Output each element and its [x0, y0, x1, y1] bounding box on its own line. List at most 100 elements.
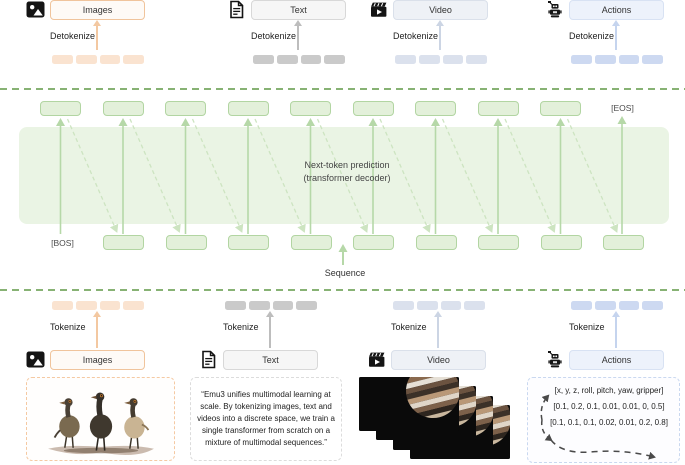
token	[52, 55, 73, 64]
arrow	[129, 118, 181, 233]
image-icon	[26, 350, 45, 369]
transformer-section: [BOS] [EOS] Next-token prediction (trans…	[0, 88, 685, 290]
output-token-box	[290, 101, 331, 116]
input-token-box	[478, 235, 519, 250]
token	[416, 301, 438, 310]
input-token-box	[165, 235, 207, 250]
arrow	[504, 118, 556, 233]
text-pill-label: Text	[262, 355, 279, 365]
token	[99, 301, 121, 310]
token-strip-actions	[571, 55, 663, 64]
video-pill-label: Video	[429, 5, 452, 15]
token	[99, 55, 121, 64]
output-token-box	[477, 101, 519, 116]
document-icon	[227, 0, 246, 19]
arrow-up-icon	[612, 20, 620, 50]
token	[418, 55, 440, 64]
token	[75, 301, 97, 310]
dashed-separator-top	[0, 88, 685, 90]
arrow	[191, 118, 244, 233]
detokenize-label: Detokenize	[393, 31, 439, 41]
tokenize-label: Tokenize	[391, 322, 427, 332]
output-token-box	[40, 101, 81, 116]
token-strip-images	[52, 55, 144, 64]
token	[225, 301, 246, 310]
token	[464, 301, 485, 310]
trajectory-arrow-icon	[540, 394, 656, 460]
token	[75, 55, 97, 64]
token-strip-video	[393, 301, 485, 310]
decoder-label: Next-token prediction (transformer decod…	[247, 159, 447, 185]
detokenize-label: Detokenize	[50, 31, 96, 41]
text-pill: Text	[223, 350, 318, 370]
images-sample-box	[26, 377, 175, 461]
decoder-label-line1: Next-token prediction	[304, 160, 390, 170]
token	[618, 55, 640, 64]
clapperboard-icon	[367, 350, 386, 369]
bird-chicks-illustration	[47, 392, 154, 455]
images-pill: Images	[50, 0, 145, 20]
input-token-box	[603, 235, 644, 250]
modality-column-images-top: Detokenize Images	[17, 0, 177, 72]
token	[571, 55, 592, 64]
input-token-box	[290, 235, 332, 250]
input-token-box	[540, 235, 582, 250]
tokenize-label: Tokenize	[569, 322, 605, 332]
arrow-up-icon	[93, 20, 101, 50]
token	[248, 301, 270, 310]
arrow-up-icon	[93, 311, 101, 348]
video-pill: Video	[391, 350, 486, 370]
input-token-box	[415, 235, 457, 250]
token-strip-video	[395, 55, 487, 64]
arrow	[566, 118, 619, 233]
modality-column-text-top: Detokenize Text	[218, 0, 378, 72]
arrow	[441, 118, 494, 233]
token	[466, 55, 487, 64]
output-token-box	[415, 101, 456, 116]
actions-header: [x, y, z, roll, pitch, yaw, gripper]	[554, 386, 664, 395]
tokenize-label: Tokenize	[50, 322, 86, 332]
video-pill: Video	[393, 0, 488, 20]
token	[642, 301, 663, 310]
arrow-up-icon	[294, 20, 302, 50]
arrow	[379, 118, 431, 233]
token	[440, 301, 462, 310]
bos-label: [BOS]	[51, 238, 74, 248]
action-vector: [0.1, 0.1, 0.1, 0.02, 0.01, 0.2, 0.8]	[550, 418, 668, 428]
token-strip-text	[225, 301, 317, 310]
token-strip-actions	[571, 301, 663, 310]
decoder-label-line2: (transformer decoder)	[303, 173, 391, 184]
dashed-separator-bottom	[0, 289, 685, 291]
video-pill-label: Video	[427, 355, 450, 365]
image-icon	[26, 0, 45, 19]
token	[571, 301, 592, 310]
arrow-up-icon	[612, 311, 620, 348]
text-sample-box: “Emu3 unifies multimodal learning at sca…	[190, 377, 342, 461]
images-pill-label: Images	[82, 5, 113, 15]
arrow-up-icon	[434, 311, 442, 348]
arrow	[66, 118, 119, 233]
arrow-up-icon	[436, 20, 444, 50]
text-pill-label: Text	[290, 5, 307, 15]
modality-column-actions-top: Detokenize Actions	[536, 0, 685, 72]
token	[594, 55, 616, 64]
token	[52, 301, 73, 310]
actions-sample-box: [x, y, z, roll, pitch, yaw, gripper] [0.…	[527, 377, 680, 463]
robot-icon	[545, 350, 564, 369]
modality-column-video-top: Detokenize Video	[360, 0, 520, 72]
actions-pill: Actions	[569, 350, 664, 370]
video-sample-frames	[359, 358, 517, 461]
modality-column-text-bottom: Tokenize Text	[190, 301, 350, 373]
actions-pill-label: Actions	[601, 5, 632, 15]
token	[618, 301, 640, 310]
modality-column-video-bottom: Tokenize Video	[358, 301, 518, 373]
output-token-box	[102, 101, 144, 116]
token-strip-text	[253, 55, 345, 64]
token	[300, 55, 322, 64]
eos-label: [EOS]	[611, 103, 634, 113]
tokenize-label: Tokenize	[223, 322, 259, 332]
video-frame	[359, 358, 466, 431]
token	[123, 301, 144, 310]
modality-column-images-bottom: Tokenize Images	[17, 301, 177, 373]
